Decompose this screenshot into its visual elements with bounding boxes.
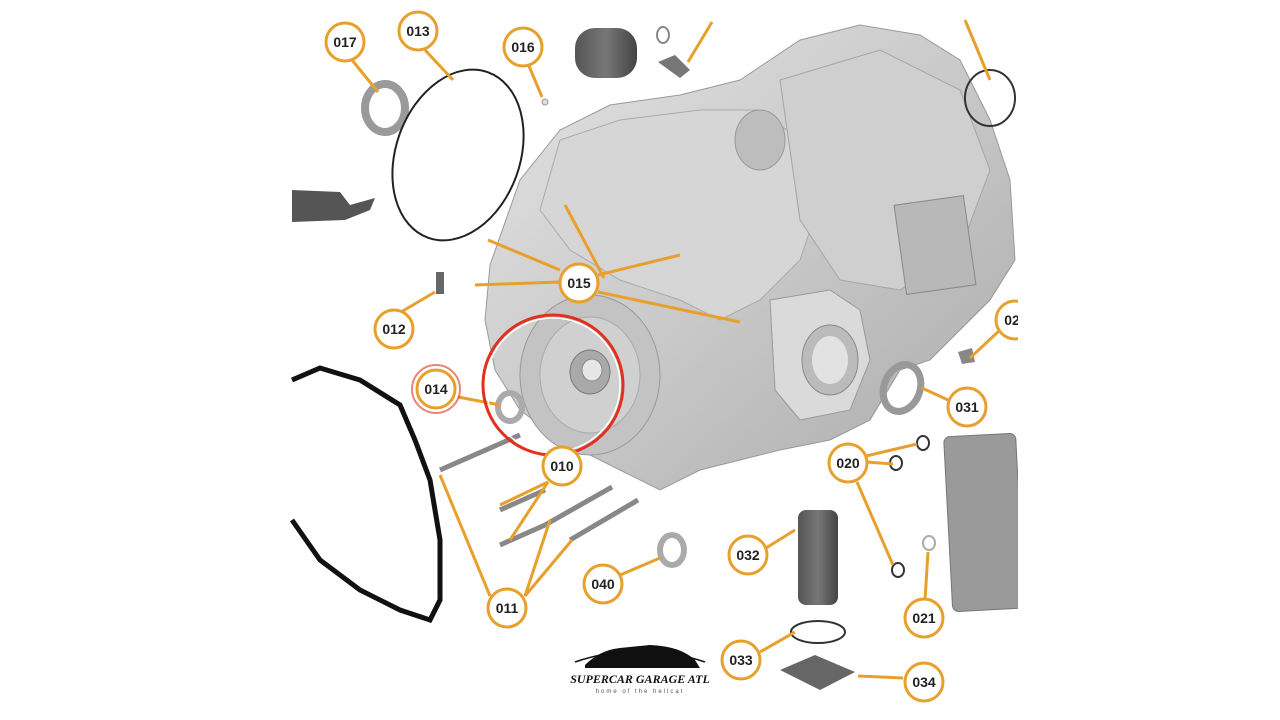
svg-text:015: 015 (567, 275, 591, 291)
callout-014[interactable]: 014 (415, 368, 457, 410)
highlight-circle-014 (411, 364, 461, 414)
cover-034 (780, 655, 855, 690)
callout-012[interactable]: 012 (373, 308, 415, 350)
oil-cooler (943, 433, 1025, 612)
callout-013[interactable]: 013 (397, 10, 439, 52)
callout-016[interactable]: 016 (502, 26, 544, 68)
washer-014 (495, 390, 525, 424)
leader-lines (350, 19, 1002, 680)
watermark-logo: SUPERCAR GARAGE ATL home of the hellcat (570, 645, 710, 695)
loose-parts (289, 26, 1025, 690)
callout-010[interactable]: 010 (541, 445, 583, 487)
pin-016 (541, 98, 549, 106)
svg-text:011: 011 (496, 600, 519, 616)
svg-text:034: 034 (912, 674, 936, 690)
callout-020[interactable]: 020 (827, 442, 869, 484)
svg-text:016: 016 (511, 39, 535, 55)
svg-text:010: 010 (550, 458, 574, 474)
svg-text:021: 021 (912, 610, 936, 626)
seal-031 (879, 361, 925, 415)
svg-text:031: 031 (955, 399, 979, 415)
svg-text:040: 040 (591, 576, 615, 592)
svg-text:013: 013 (406, 23, 430, 39)
bolt-long (438, 432, 522, 473)
callout-040[interactable]: 040 (582, 563, 624, 605)
svg-text:017: 017 (333, 34, 357, 50)
bolt-012 (436, 272, 444, 294)
svg-text:020: 020 (836, 455, 860, 471)
o-ring-033 (790, 620, 846, 644)
washer-040 (657, 532, 687, 568)
callout-017[interactable]: 017 (324, 21, 366, 63)
callout-032[interactable]: 032 (727, 534, 769, 576)
callout-034[interactable]: 034 (903, 661, 945, 703)
filter-032 (798, 510, 838, 605)
gasket (289, 365, 443, 624)
callouts: 017 013 016 015 012 014 010 011 040 032 … (324, 10, 1036, 703)
seal-017 (361, 80, 409, 136)
cylinder-part (575, 28, 637, 78)
callout-031[interactable]: 031 (946, 386, 988, 428)
svg-text:SUPERCAR GARAGE ATL: SUPERCAR GARAGE ATL (570, 672, 710, 686)
o-ring-013 (391, 68, 525, 242)
svg-text:home of the hellcat: home of the hellcat (596, 689, 685, 695)
callout-021[interactable]: 021 (903, 597, 945, 639)
svg-text:012: 012 (382, 321, 406, 337)
transmission-housing (484, 24, 1016, 491)
callout-033[interactable]: 033 (720, 639, 762, 681)
svg-text:02: 02 (1004, 312, 1020, 328)
callout-011[interactable]: 011 (486, 587, 528, 629)
callout-015[interactable]: 015 (558, 262, 600, 304)
sensor (658, 55, 690, 78)
car-silhouette-icon (585, 645, 700, 668)
svg-text:014: 014 (424, 381, 448, 397)
svg-text:033: 033 (729, 652, 753, 668)
svg-text:032: 032 (736, 547, 760, 563)
wiring-harness (292, 190, 375, 222)
